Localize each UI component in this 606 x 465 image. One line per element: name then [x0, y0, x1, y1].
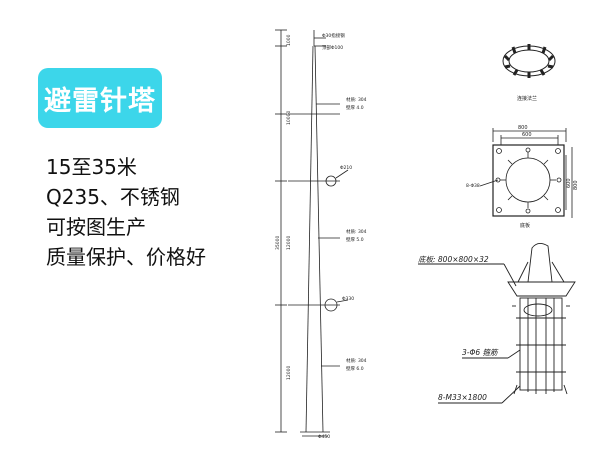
plate-dim-inner: 600 [522, 132, 532, 138]
description-line: 质量保护、价格好 [46, 245, 206, 269]
description-line: 15至35米 [46, 155, 137, 179]
title-badge: 避雷针塔 [38, 68, 162, 128]
pole-section-2: 10000 [286, 111, 292, 125]
pole-section-1: 1000 [286, 34, 292, 46]
base-plate-plan [479, 128, 573, 218]
plate-label: 底板 [520, 222, 530, 229]
pole-elevation [275, 29, 349, 437]
plate-hole-note: 8-Φ38 [466, 183, 480, 189]
stirrup-label: 3-Φ6 箍筋 [462, 348, 499, 357]
pole-note-1a: 材质: 304 [346, 96, 367, 103]
pole-note-3b: 壁厚 6.0 [346, 365, 364, 372]
page-title: 避雷针塔 [44, 85, 156, 117]
plate-dim-outer-v: 800 [573, 180, 579, 190]
anchor-bolt-label: 8-M33×1800 [438, 393, 487, 402]
pole-section-4: 12000 [286, 366, 292, 380]
description-line: Q235、不锈钢 [46, 185, 180, 209]
plate-dim-inner-v: 600 [566, 178, 572, 188]
plate-dim-outer: 800 [518, 125, 528, 131]
pole-note-2a: 材质: 304 [346, 228, 367, 235]
pole-note-3a: 材质: 304 [346, 357, 367, 364]
base-cage-drawing [418, 243, 576, 404]
pole-bottom-label: Φ450 [318, 434, 330, 440]
pole-top-label-1: Φ30指接钢 [322, 32, 345, 39]
flange-drawing [502, 44, 556, 78]
pole-note-2b: 壁厚 5.0 [346, 236, 364, 243]
pole-total-height: 35000 [275, 236, 281, 250]
base-plate-label: 底板: 800×800×32 [418, 255, 489, 264]
pole-section-3: 12000 [286, 236, 292, 250]
pole-diameter-1: Φ210 [340, 165, 352, 171]
pole-note-1b: 壁厚 4.0 [346, 104, 364, 111]
description: 15至35米 Q235、不锈钢 可按图生产 质量保护、价格好 [46, 152, 266, 272]
description-line: 可按图生产 [46, 215, 146, 239]
flange-label: 连接法兰 [517, 95, 537, 102]
pole-diameter-2: Φ330 [342, 296, 354, 302]
pole-top-label-2: 顶部Φ100 [322, 44, 343, 51]
